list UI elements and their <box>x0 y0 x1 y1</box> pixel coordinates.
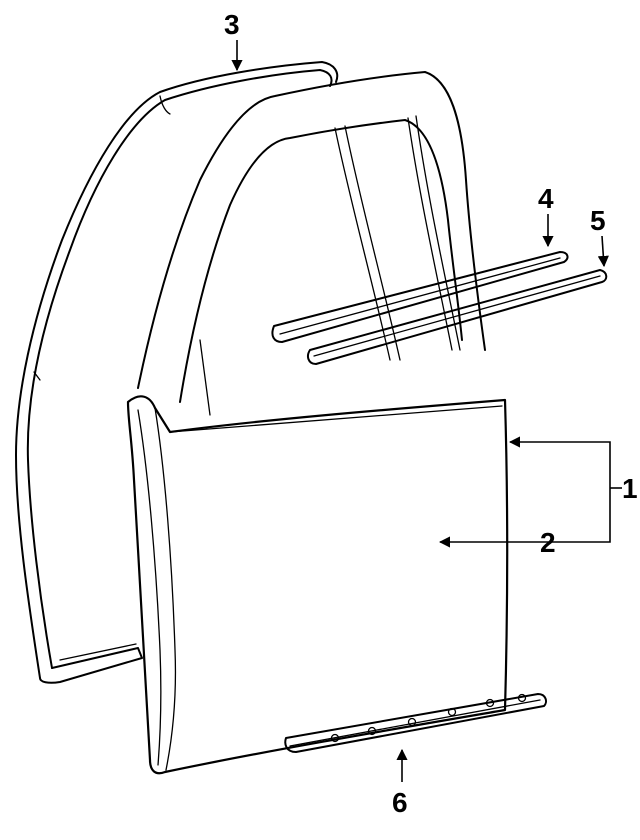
callout-2: 2 <box>540 527 556 558</box>
leader-lines <box>231 40 622 782</box>
callout-4: 4 <box>538 183 554 214</box>
weatherstrip-seal <box>15 61 339 684</box>
belt-moulding-outer <box>307 269 608 365</box>
sill-moulding <box>284 693 547 753</box>
callout-5: 5 <box>590 205 606 236</box>
callout-1: 1 <box>622 473 638 504</box>
belt-moulding-inner <box>271 251 569 343</box>
door-shell <box>126 71 509 775</box>
callout-3: 3 <box>224 9 240 40</box>
callout-6: 6 <box>392 787 408 818</box>
